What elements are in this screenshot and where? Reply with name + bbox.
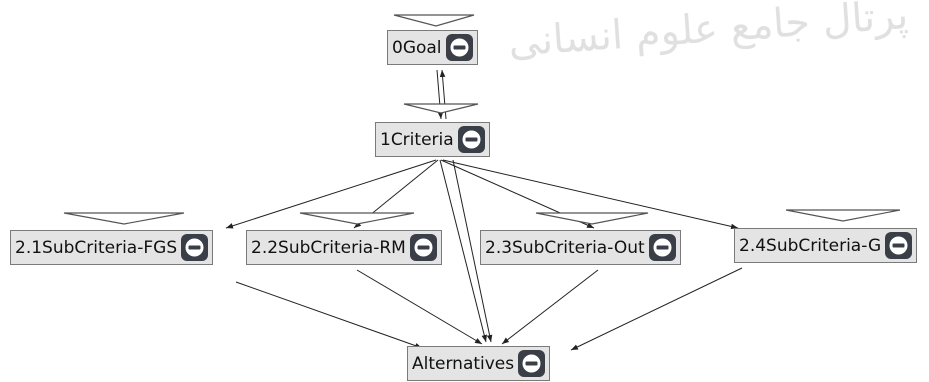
self-loop-sub4	[785, 209, 901, 222]
node-goal[interactable]: 0Goal	[387, 30, 478, 65]
node-sub1[interactable]: 2.1SubCriteria-FGS	[10, 230, 214, 265]
edge-sub4-to-alternatives	[570, 267, 743, 351]
self-loop-sub3	[535, 212, 649, 225]
self-loop-goal	[393, 14, 475, 27]
node-goal-label: 0Goal	[392, 37, 442, 58]
minus-circle-icon[interactable]	[648, 234, 676, 261]
node-sub3[interactable]: 2.3SubCriteria-Out	[480, 230, 681, 265]
self-loop-criteria	[403, 103, 479, 114]
node-sub1-label: 2.1SubCriteria-FGS	[15, 237, 178, 258]
node-sub2-label: 2.2SubCriteria-RM	[251, 237, 406, 258]
edge-criteria-to-sub4	[442, 159, 739, 230]
node-sub4-label: 2.4SubCriteria-G	[739, 235, 882, 256]
node-criteria[interactable]: 1Criteria	[375, 122, 490, 157]
node-sub4[interactable]: 2.4SubCriteria-G	[734, 228, 918, 263]
minus-circle-icon[interactable]	[445, 34, 473, 61]
node-alternatives[interactable]: Alternatives	[407, 346, 551, 381]
node-sub3-label: 2.3SubCriteria-Out	[485, 237, 645, 258]
node-alternatives-label: Alternatives	[412, 353, 515, 374]
node-sub2[interactable]: 2.2SubCriteria-RM	[246, 230, 442, 265]
edge-criteria-to-sub1	[225, 159, 437, 229]
minus-circle-icon[interactable]	[457, 126, 485, 153]
edge-sub1-to-alternatives	[235, 281, 423, 349]
node-criteria-label: 1Criteria	[380, 129, 454, 150]
minus-circle-icon[interactable]	[518, 350, 546, 377]
edge-criteria-to-alternatives-2	[452, 159, 493, 343]
minus-circle-icon[interactable]	[409, 234, 437, 261]
edge-criteria-to-alternatives-1	[439, 159, 487, 343]
self-loop-sub1	[63, 212, 185, 225]
edge-sub2-to-alternatives	[356, 269, 483, 345]
edge-sub3-to-alternatives	[501, 269, 599, 345]
self-loop-sub2	[299, 212, 415, 225]
minus-circle-icon[interactable]	[181, 234, 209, 261]
minus-circle-icon[interactable]	[885, 232, 913, 259]
